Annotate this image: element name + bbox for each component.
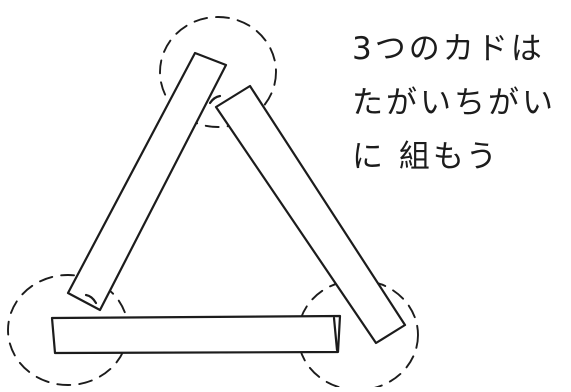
top-tuck-mark (208, 94, 222, 105)
instruction-line-2: たがいちがい (352, 85, 556, 121)
bottom-card (50, 314, 342, 355)
top-corner-dashed-circle (159, 16, 277, 128)
instruction-text: 3つのカドは たがいちがい に 組もう (352, 22, 564, 184)
left-tuck-mark (84, 293, 98, 305)
left-card (66, 51, 228, 312)
right-card (214, 84, 407, 345)
instruction-line-1: 3つのカドは (352, 31, 545, 67)
instruction-line-3: に 組もう (352, 139, 500, 175)
right-tuck-mark (332, 316, 339, 352)
